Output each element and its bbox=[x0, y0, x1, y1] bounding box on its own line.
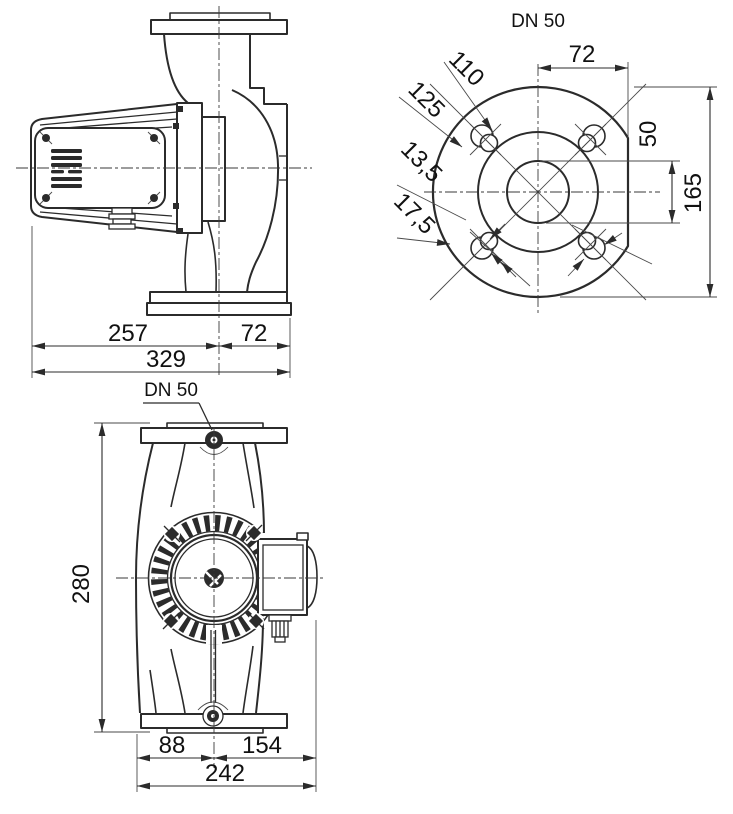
flange-leaders bbox=[396, 61, 653, 287]
flange-dim-50: 50 bbox=[540, 121, 680, 224]
side-dimensions: 257 72 329 bbox=[31, 226, 291, 378]
side-lower-neck-mid bbox=[207, 221, 217, 293]
dim-flange-125: 125 bbox=[403, 76, 450, 123]
side-volute-outline bbox=[231, 89, 280, 293]
flange-view-title: DN 50 bbox=[511, 11, 565, 32]
side-cable-gland bbox=[108, 207, 136, 230]
front-face-screws bbox=[162, 524, 265, 630]
side-lower-neck-left bbox=[184, 233, 189, 293]
side-cover-screws bbox=[39, 131, 161, 205]
front-title-leader bbox=[198, 402, 213, 431]
dim-front-154: 154 bbox=[242, 732, 282, 759]
dim-flange-110: 110 bbox=[443, 46, 489, 92]
dim-front-88: 88 bbox=[159, 732, 186, 759]
front-parting-seam bbox=[210, 630, 217, 703]
dim-side-72: 72 bbox=[241, 320, 268, 347]
side-view: 257 72 329 bbox=[16, 6, 312, 378]
dim-flange-72: 72 bbox=[569, 41, 596, 68]
front-view-title: DN 50 bbox=[144, 380, 198, 401]
front-flange-bolts bbox=[197, 431, 229, 727]
dim-front-280: 280 bbox=[68, 564, 95, 604]
flange-dim-165: 165 bbox=[560, 86, 717, 298]
dim-flange-13-5: 13,5 bbox=[395, 136, 447, 188]
dim-side-257: 257 bbox=[108, 320, 148, 347]
flange-dim-72: 72 bbox=[538, 41, 629, 138]
dim-side-329: 329 bbox=[146, 346, 186, 373]
flange-outer-outline bbox=[431, 85, 630, 299]
front-cable-gland bbox=[268, 614, 292, 643]
dim-flange-165: 165 bbox=[680, 173, 707, 213]
front-view: DN 50 bbox=[68, 380, 324, 792]
side-vent-slots bbox=[51, 149, 82, 188]
front-dimensions: 280 88 154 242 bbox=[68, 422, 317, 792]
flange-view: DN 50 bbox=[388, 11, 717, 314]
front-terminal-box bbox=[257, 532, 318, 616]
side-neck-left bbox=[163, 33, 189, 104]
side-adapter-band bbox=[201, 116, 226, 222]
front-body-outline bbox=[135, 442, 265, 714]
side-neck-right-step bbox=[249, 34, 287, 105]
dim-front-242: 242 bbox=[205, 760, 245, 787]
dim-flange-50: 50 bbox=[635, 121, 662, 148]
